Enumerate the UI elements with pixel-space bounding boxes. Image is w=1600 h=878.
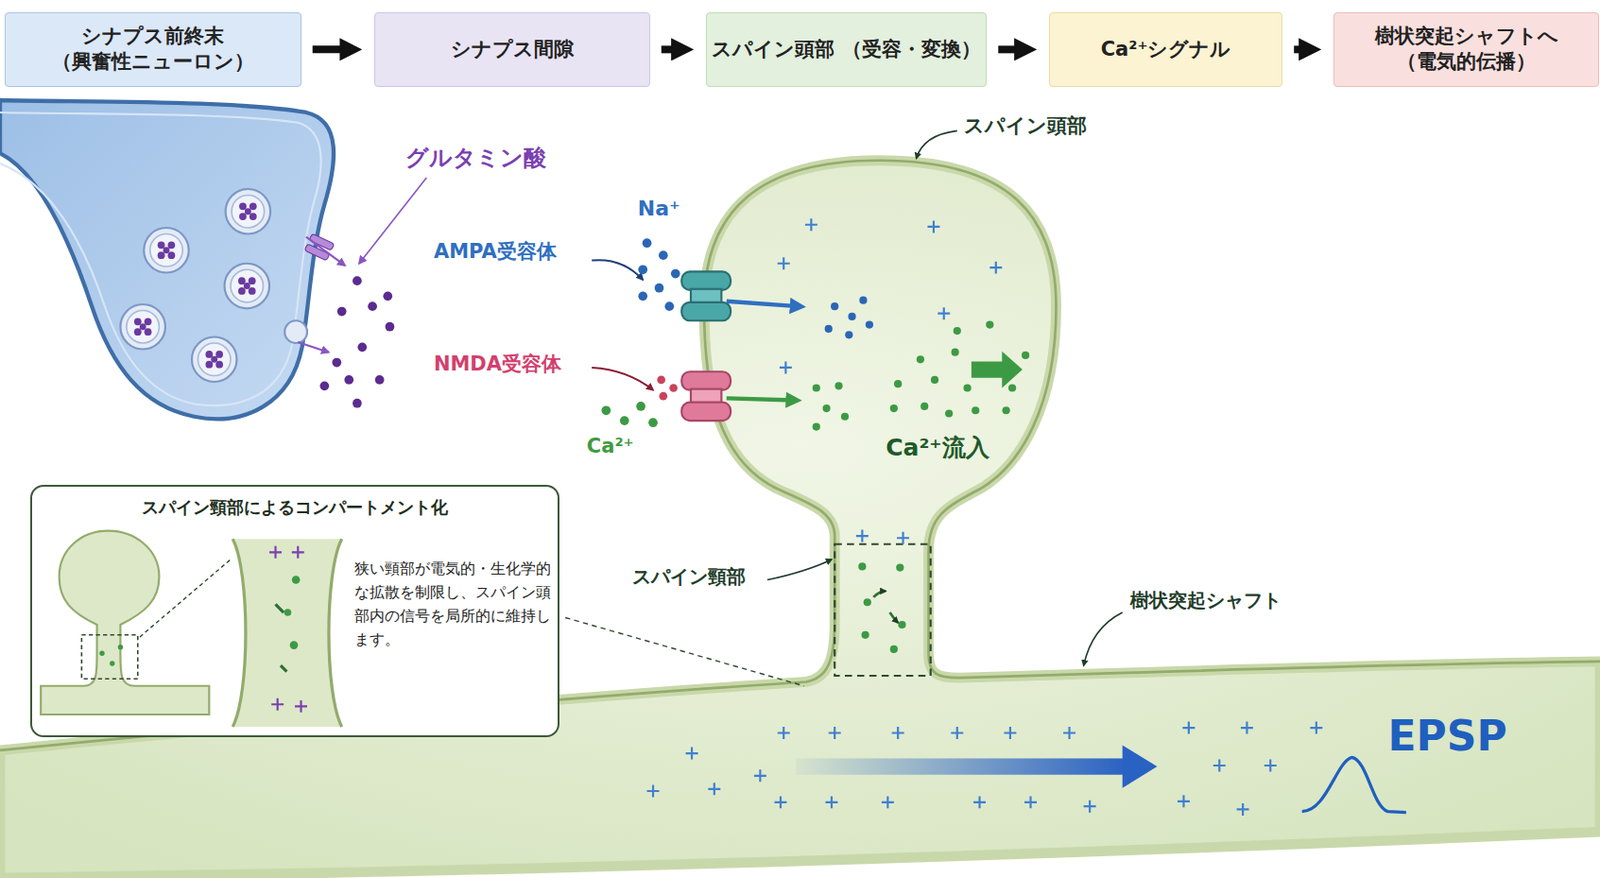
process-label: Ca²⁺流入 [885, 434, 989, 463]
ion-label: Ca²⁺ [586, 434, 635, 458]
box-text: シナプス間隙 [450, 36, 574, 63]
flow-arrow [997, 45, 1019, 53]
receptor-label: AMPA受容体 [433, 240, 557, 263]
flow-arrow [1293, 45, 1304, 53]
flow-arrow [312, 45, 345, 53]
process-box: Ca²⁺シグナル [1049, 12, 1283, 87]
receptor-label: NMDA受容体 [433, 352, 562, 376]
ion-label: Na⁺ [637, 196, 681, 221]
box-text: シナプス前終末 （興奮性ニューロン） [5, 23, 301, 76]
part-label: 樹状突起シャフト [1130, 589, 1282, 612]
box-text: スパイン頭部 （受容・変換） [711, 36, 981, 63]
process-box: 樹状突起シャフトへ （電気的伝播） [1333, 12, 1600, 87]
process-box: シナプス前終末 （興奮性ニューロン） [4, 12, 302, 87]
inset-panel: スパイン頸部によるコンパートメント化狭い頸部が電気的・生化学的な拡散を制限し、ス… [30, 484, 559, 738]
panel-body: 狭い頸部が電気的・生化学的な拡散を制限し、スパイン頭部内の信号を局所的に維持しま… [354, 557, 555, 652]
box-text: 樹状突起シャフトへ （電気的伝播） [1334, 23, 1599, 76]
part-label: スパイン頭部 [963, 114, 1087, 138]
box-text: Ca²⁺シグナル [1101, 36, 1232, 63]
neurotransmitter-label: グルタミン酸 [405, 145, 547, 173]
flow-arrow [661, 45, 676, 53]
signal-label: EPSP [1387, 712, 1507, 761]
part-label: スパイン頸部 [632, 566, 746, 588]
process-box: シナプス間隙 [374, 12, 651, 87]
panel-heading: スパイン頸部によるコンパートメント化 [32, 496, 557, 519]
process-box: スパイン頭部 （受容・変換） [705, 12, 987, 87]
